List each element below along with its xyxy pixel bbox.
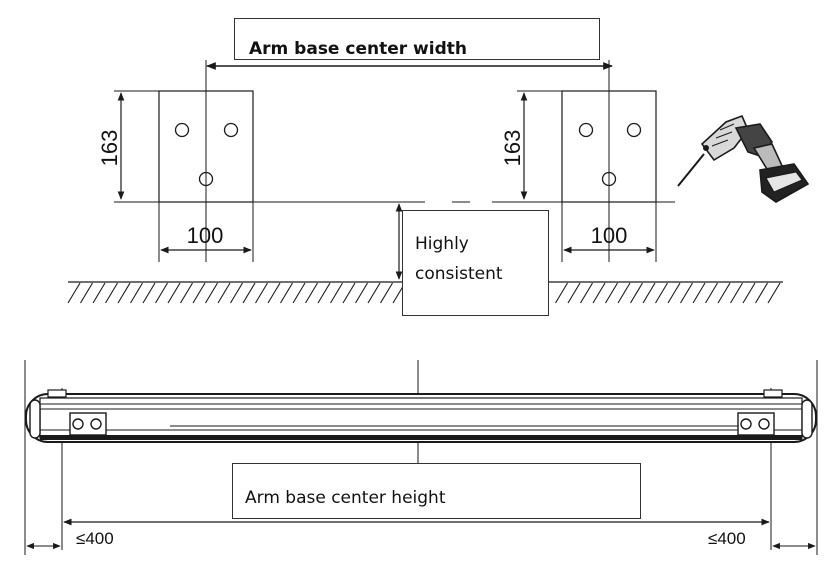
- hatch-mark: [192, 282, 206, 304]
- hatch-mark: [330, 282, 343, 304]
- hatch-mark: [592, 282, 606, 304]
- hatch-mark: [217, 282, 231, 304]
- hatch-mark: [142, 282, 156, 304]
- right-height-dimension: 163: [500, 90, 562, 200]
- left-height-label: 163: [97, 130, 122, 167]
- hatch-mark: [92, 282, 106, 304]
- hatch-mark: [667, 282, 681, 304]
- hatch-mark: [630, 282, 643, 304]
- left-height-dimension: 163: [97, 90, 159, 200]
- left-offset-dimension: ≤400: [26, 529, 114, 550]
- hatch-mark: [342, 282, 356, 304]
- hatch-mark: [742, 282, 756, 304]
- power-drill-icon: [677, 114, 810, 203]
- rail-assembly: [24, 360, 818, 555]
- hatch-mark: [267, 282, 281, 304]
- hatch-mark: [655, 282, 668, 304]
- hatch-mark: [280, 282, 293, 304]
- hatch-mark: [755, 282, 768, 304]
- left-offset-label: ≤400: [76, 529, 114, 548]
- right-mounting-plate: [561, 60, 657, 262]
- hatch-mark: [692, 282, 706, 304]
- hatch-mark: [230, 282, 243, 304]
- height-label: Arm base center height: [232, 463, 641, 519]
- hatch-mark: [117, 282, 131, 304]
- hatch-mark: [680, 282, 693, 304]
- right-width-dimension: 100: [561, 202, 657, 262]
- hatch-mark: [305, 282, 318, 304]
- hatch-mark: [205, 282, 218, 304]
- hatch-mark: [555, 282, 568, 304]
- width-title-label: Arm base center width: [234, 18, 600, 60]
- hatch-mark: [317, 282, 331, 304]
- hatch-mark: [105, 282, 118, 304]
- hatch-mark: [617, 282, 631, 304]
- hatch-mark: [355, 282, 368, 304]
- hatch-mark: [167, 282, 181, 304]
- hatch-mark: [380, 282, 393, 304]
- hatch-mark: [642, 282, 656, 304]
- hatch-mark: [180, 282, 193, 304]
- hatch-mark: [767, 282, 781, 304]
- right-width-label: 100: [591, 223, 628, 248]
- hatch-mark: [705, 282, 718, 304]
- hatch-mark: [242, 282, 256, 304]
- right-offset-dimension: ≤400: [708, 529, 816, 550]
- note-line-1: Highly: [415, 234, 469, 254]
- hatch-mark: [605, 282, 618, 304]
- hatch-mark: [292, 282, 306, 304]
- consistency-note: Highly consistent: [402, 210, 549, 316]
- hatch-mark: [580, 282, 593, 304]
- right-height-label: 163: [500, 130, 525, 167]
- hatch-mark: [730, 282, 743, 304]
- note-line-2: consistent: [415, 264, 503, 284]
- hatch-mark: [130, 282, 143, 304]
- hatch-mark: [155, 282, 168, 304]
- hatch-mark: [367, 282, 381, 304]
- hatch-mark: [67, 282, 81, 304]
- right-offset-label: ≤400: [708, 529, 746, 548]
- hatch-mark: [567, 282, 581, 304]
- hatch-mark: [717, 282, 731, 304]
- hatch-mark: [255, 282, 268, 304]
- hatch-mark: [80, 282, 93, 304]
- left-width-label: 100: [187, 223, 224, 248]
- left-width-dimension: 100: [158, 202, 254, 262]
